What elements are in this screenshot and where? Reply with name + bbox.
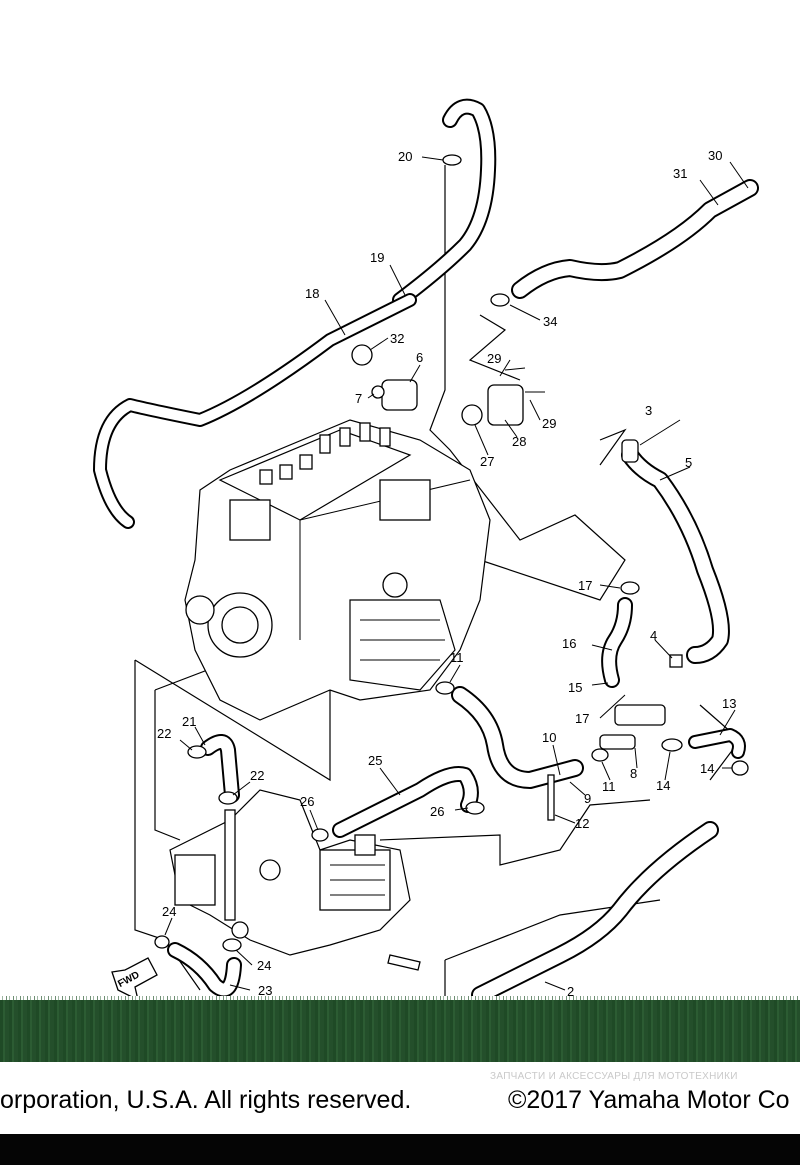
clip-12 <box>547 774 555 821</box>
leader-lines <box>164 156 749 991</box>
bottom-black-bar <box>0 1134 800 1165</box>
clamp-22-left <box>187 745 207 759</box>
dashed-line-hose34 <box>468 314 521 381</box>
callout-29-upper: 29 <box>487 351 501 366</box>
thermostat-27 <box>461 404 483 426</box>
joint-8-stub <box>599 734 636 750</box>
cooling-system-exploded-diagram: FWD 2 3 4 5 6 7 8 9 10 11 11 12 13 14 14… <box>93 98 759 1000</box>
callout-26-right: 26 <box>430 804 444 819</box>
callout-4: 4 <box>650 628 657 643</box>
callout-34: 34 <box>543 314 557 329</box>
callout-13: 13 <box>722 696 736 711</box>
copyright-left: orporation, U.S.A. All rights reserved. <box>0 1086 412 1114</box>
clamp-22-right <box>218 791 238 805</box>
o-ring-7 <box>371 385 385 399</box>
callout-5: 5 <box>685 455 692 470</box>
callout-9: 9 <box>584 791 591 806</box>
callout-29-lower: 29 <box>542 416 556 431</box>
callout-25: 25 <box>368 753 382 768</box>
clamp-17-upper <box>620 581 640 595</box>
green-band <box>0 1000 800 1062</box>
clamp-26-left <box>311 828 329 842</box>
callout-15: 15 <box>568 680 582 695</box>
footer-area <box>0 1062 800 1134</box>
callout-32: 32 <box>390 331 404 346</box>
callout-21: 21 <box>182 714 196 729</box>
dashed-line-hose5 <box>599 428 627 466</box>
callout-19: 19 <box>370 250 384 265</box>
dashed-line-left-frame <box>134 660 201 991</box>
clamp-14-left <box>661 738 683 752</box>
cap-32 <box>351 344 373 366</box>
fitting-3 <box>621 439 639 463</box>
callout-2: 2 <box>567 984 574 999</box>
callout-11-lower: 11 <box>602 779 616 794</box>
callout-17-lower: 17 <box>575 711 589 726</box>
clamp-34 <box>490 293 510 307</box>
callout-24-left: 24 <box>162 904 176 919</box>
clamp-24-right <box>222 938 242 952</box>
callout-31: 31 <box>673 166 687 181</box>
callout-12: 12 <box>575 816 589 831</box>
callout-18: 18 <box>305 286 319 301</box>
dashed-line-lower-right <box>379 799 651 866</box>
gasket-6 <box>381 379 418 411</box>
callout-7: 7 <box>355 391 362 406</box>
callout-17-upper: 17 <box>578 578 592 593</box>
dashed-line-left-frame-inner <box>154 690 181 841</box>
callout-14-right: 14 <box>700 761 714 776</box>
clamp-11-upper <box>435 681 455 695</box>
callout-11-upper: 11 <box>450 650 464 665</box>
callout-22-right: 22 <box>250 768 264 783</box>
callout-28: 28 <box>512 434 526 449</box>
small-parts <box>154 154 749 952</box>
callout-8: 8 <box>630 766 637 781</box>
callout-24-right: 24 <box>257 958 271 973</box>
clamp-20 <box>442 154 462 166</box>
clamp-26-right <box>465 801 485 815</box>
callout-22-left: 22 <box>157 726 171 741</box>
callout-16: 16 <box>562 636 576 651</box>
clamp-11-lower <box>591 748 609 762</box>
fitting-4 <box>669 654 683 668</box>
callout-26-left: 26 <box>300 794 314 809</box>
callout-14-left: 14 <box>656 778 670 793</box>
clamp-14-right <box>731 760 749 776</box>
joint-8 <box>614 704 666 726</box>
hoses <box>93 98 759 1000</box>
callout-6: 6 <box>416 350 423 365</box>
pump-assembly <box>169 789 421 971</box>
callout-labels: 2 3 4 5 6 7 8 9 10 11 11 12 13 14 14 15 … <box>157 148 736 999</box>
callout-20: 20 <box>398 149 412 164</box>
clamp-24-left <box>154 935 170 949</box>
thermostat-cover-28 <box>487 384 524 426</box>
engine-block <box>184 419 491 721</box>
copyright-right: ©2017 Yamaha Motor Co <box>508 1086 790 1114</box>
callout-23: 23 <box>258 983 272 998</box>
callout-10: 10 <box>542 730 556 745</box>
watermark-text: ЗАПЧАСТИ И АКСЕССУАРЫ ДЛЯ МОТОТЕХНИКИ <box>490 1071 738 1082</box>
callout-27: 27 <box>480 454 494 469</box>
fwd-arrow: FWD <box>111 957 158 1000</box>
callout-30: 30 <box>708 148 722 163</box>
callout-3: 3 <box>645 403 652 418</box>
